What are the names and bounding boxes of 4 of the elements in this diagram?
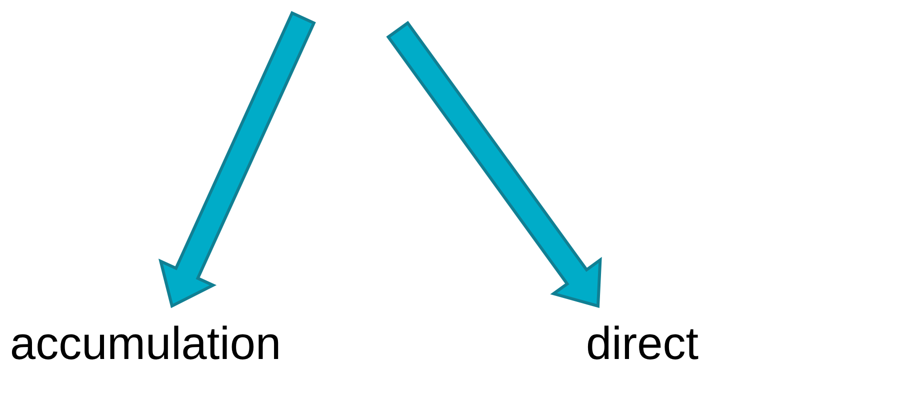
- block-arrow: [386, 20, 602, 308]
- text-label: direct: [586, 306, 698, 372]
- block-arrow: [158, 11, 316, 308]
- text-label: accumulation: [10, 306, 282, 372]
